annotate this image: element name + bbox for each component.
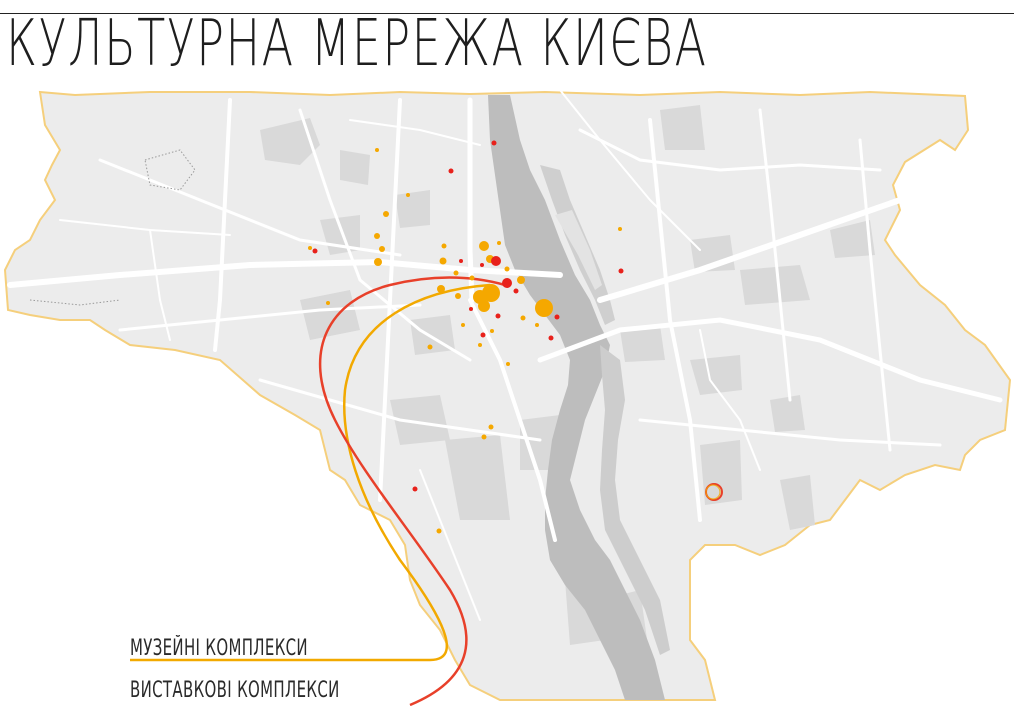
museum-marker [383, 211, 389, 217]
exhibition-marker [502, 278, 512, 288]
museum-marker [504, 266, 510, 272]
museum-marker [469, 275, 475, 281]
museum-markers [308, 148, 622, 534]
museum-marker [375, 148, 379, 152]
river-island [555, 210, 602, 290]
legend-exhibitions: ВИСТАВКОВІ КОМПЛЕКСИ [130, 678, 340, 703]
title-rule [0, 13, 1014, 14]
museum-marker [490, 329, 494, 333]
exhibition-marker [312, 248, 318, 254]
museum-marker [326, 301, 330, 305]
exhibition-marker [495, 313, 501, 319]
museum-marker [478, 343, 482, 347]
museum-marker [427, 344, 433, 350]
exhibition-marker [548, 335, 554, 341]
museum-marker [497, 241, 501, 245]
museum-marker [461, 323, 465, 327]
page-title: КУЛЬТУРНА МЕРЕЖА КИЄВА [6, 7, 708, 81]
exhibition-marker [554, 314, 560, 320]
exhibition-marker [459, 259, 463, 263]
museum-marker [535, 299, 553, 317]
exhibition-marker [513, 288, 519, 294]
dnipro-river [488, 95, 665, 700]
highlighted-venue-ring-inner [705, 484, 721, 500]
street-network [7, 89, 1003, 621]
exhibition-marker [618, 268, 624, 274]
museum-marker [439, 257, 447, 265]
museum-marker [437, 285, 445, 293]
museum-marker [517, 276, 525, 284]
city-boundary [3, 90, 1012, 701]
legend-museums: МУЗЕЙНІ КОМПЛЕКСИ [130, 636, 308, 661]
museum-marker [478, 300, 490, 312]
museum-marker [453, 270, 459, 276]
museum-marker [479, 241, 489, 251]
museum-legend-curve [130, 283, 491, 662]
exhibition-markers [312, 140, 624, 492]
museum-marker [481, 434, 487, 440]
museum-marker [535, 323, 539, 327]
exhibition-marker [491, 256, 501, 266]
museum-marker [520, 315, 526, 321]
museum-marker [441, 243, 447, 249]
museum-marker [618, 227, 622, 231]
exhibition-marker [412, 486, 418, 492]
museum-marker [482, 284, 500, 302]
museum-marker [436, 528, 442, 534]
museum-marker [455, 293, 461, 299]
dotted-boundaries [29, 149, 196, 306]
river-lower-branch [600, 345, 670, 655]
museum-marker [379, 246, 385, 252]
museum-marker [374, 233, 380, 239]
museum-marker [488, 424, 494, 430]
museum-marker [374, 258, 382, 266]
exhibition-legend-curve [318, 276, 506, 706]
exhibition-marker [480, 332, 486, 338]
museum-marker [406, 193, 410, 197]
exhibition-marker [469, 307, 473, 311]
museum-marker [308, 246, 312, 250]
museum-marker [506, 362, 510, 366]
exhibition-marker [491, 140, 497, 146]
exhibition-marker [480, 263, 484, 267]
exhibition-marker [448, 168, 454, 174]
